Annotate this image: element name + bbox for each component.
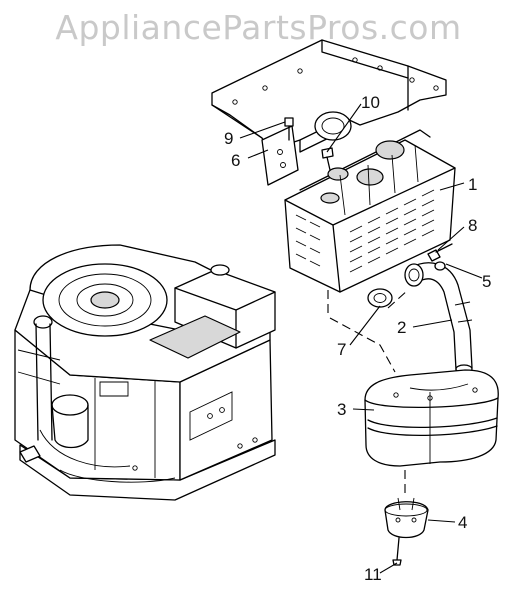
callout-8: 8 [468,216,477,235]
callout-4: 4 [458,513,467,532]
callout-9: 9 [224,129,233,148]
screw-11 [392,537,402,566]
screw-9 [284,117,294,141]
callout-6: 6 [231,151,240,170]
muffler [364,369,499,467]
spark-deflector [384,497,429,539]
callout-7: 7 [337,340,346,359]
callout-5: 5 [482,272,491,291]
callout-2: 2 [397,318,406,337]
callout-11: 11 [364,565,382,584]
callout-3: 3 [337,400,346,419]
screw-10 [321,147,334,171]
exhaust-gasket [367,288,393,308]
nut-5 [434,261,446,271]
bolt-8 [427,243,453,262]
callout-10: 10 [361,93,380,112]
exhaust-pipe [404,262,473,374]
engine-assembly [14,244,276,501]
mounting-bracket [211,39,447,186]
callout-1: 1 [468,175,477,194]
callout-leaders [239,103,483,574]
assembly-centerline [327,289,409,498]
